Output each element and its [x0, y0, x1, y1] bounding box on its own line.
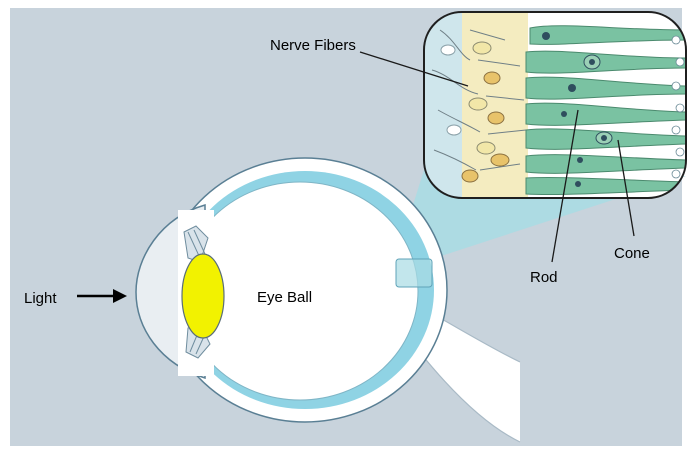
retina-highlight-patch — [396, 259, 432, 287]
cone-label: Cone — [614, 246, 650, 261]
lens — [182, 254, 224, 338]
light-label: Light — [24, 291, 57, 306]
retina-inset-content — [424, 12, 686, 198]
nerve-fibers-label: Nerve Fibers — [270, 38, 356, 53]
eye-ball-label: Eye Ball — [257, 290, 312, 305]
rod-label: Rod — [530, 270, 558, 285]
